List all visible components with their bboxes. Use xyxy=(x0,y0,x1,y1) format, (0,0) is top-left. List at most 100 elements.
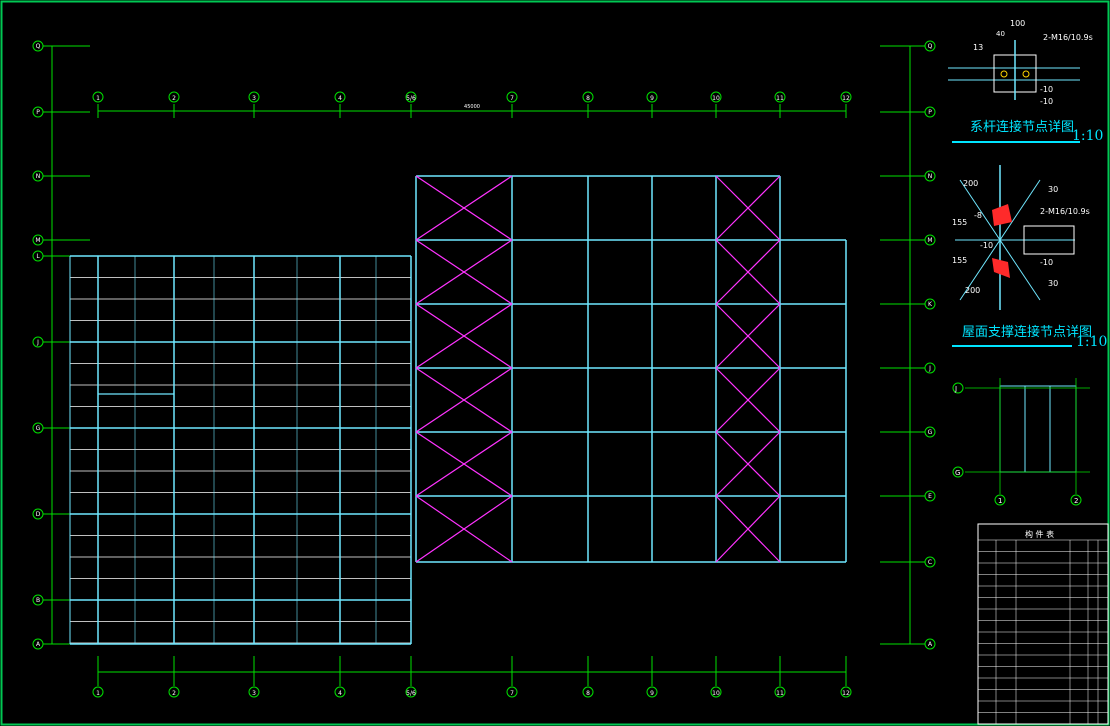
detail1-dim-row: 40 xyxy=(996,30,1005,38)
axis-bubble-bottom xyxy=(334,686,346,698)
detail2-label: -8 xyxy=(974,211,982,220)
axis-label-left: Q xyxy=(36,43,41,50)
detail2-label: -10 xyxy=(980,241,993,250)
cross-brace xyxy=(415,175,513,241)
detail2-bolt-label: 2-M16/10.9s xyxy=(1040,207,1090,216)
axis-bubble-left xyxy=(32,234,44,246)
axis-label-bottom: 7 xyxy=(510,690,514,697)
axis-label-bottom: 2 xyxy=(172,690,176,697)
cross-brace xyxy=(415,367,513,433)
axis-label-left: N xyxy=(36,173,41,180)
axis-label-top: 11 xyxy=(776,95,784,102)
detail1-bolt-label: 2-M16/10.9s xyxy=(1043,33,1093,42)
axis-bubble-bottom xyxy=(710,686,722,698)
cross-brace xyxy=(715,175,781,241)
detail-small-plan: J G 1 2 xyxy=(952,378,1090,506)
axis-bubble-left xyxy=(32,170,44,182)
detail1-title: 系杆连接节点详图 xyxy=(970,119,1074,135)
detail1-plate-label2: -10 xyxy=(1040,97,1053,106)
axis-bubble-left xyxy=(32,106,44,118)
detail3-axis-2: 2 xyxy=(1074,497,1078,505)
axis-bubble-right xyxy=(924,170,936,182)
axis-bubble-right xyxy=(924,40,936,52)
axis-label-bottom: 5/6 xyxy=(406,690,416,697)
axis-bubble-left xyxy=(32,638,44,650)
axis-label-bottom: 8 xyxy=(586,690,590,697)
axis-label-right: J xyxy=(928,365,931,372)
axis-bubble-right xyxy=(924,106,936,118)
detail3-axis-g: G xyxy=(955,469,960,477)
axis-label-right: C xyxy=(928,559,932,566)
axis-bubble-bottom xyxy=(646,686,658,698)
axis-label-left: L xyxy=(36,253,40,260)
detail1-scale: 1:10 xyxy=(1072,128,1103,144)
axis-bubble-top xyxy=(92,91,104,103)
axis-label-right: E xyxy=(928,493,932,500)
axis-bubble-top xyxy=(168,91,180,103)
axis-bubble-bottom xyxy=(506,686,518,698)
axis-bubble-bottom xyxy=(248,686,260,698)
axis-bubble-top xyxy=(646,91,658,103)
axis-label-left: P xyxy=(36,109,40,116)
axis-label-top: 5/6 xyxy=(406,95,416,102)
axis-label-bottom: 11 xyxy=(776,690,784,697)
axis-bubble-right xyxy=(924,556,936,568)
detail2-label: 200 xyxy=(963,179,978,188)
axis-bubble-bottom xyxy=(840,686,852,698)
detail2-scale: 1:10 xyxy=(1076,334,1107,350)
axis-label-right: A xyxy=(928,641,933,648)
detail2-title: 屋面支撑连接节点详图 xyxy=(962,324,1092,340)
axis-bubble-right xyxy=(924,426,936,438)
axis-bubble-top xyxy=(334,91,346,103)
axis-label-top: 10 xyxy=(712,95,720,102)
axis-label-bottom: 10 xyxy=(712,690,720,697)
detail-roof-brace-connection: 2-M16/10.9s 200 155 155 200 -8 -10 -10 3… xyxy=(952,165,1107,350)
cross-brace xyxy=(715,303,781,369)
axis-bubble-left xyxy=(32,508,44,520)
cross-brace xyxy=(415,303,513,369)
axis-labels: 112233445/65/677889910101111121245000QPN… xyxy=(32,40,936,698)
axis-bubble-bottom xyxy=(92,686,104,698)
grid-lines xyxy=(42,45,925,686)
axis-bubble-left xyxy=(32,250,44,262)
detail2-label: 30 xyxy=(1048,279,1058,288)
axis-bubble-left xyxy=(32,422,44,434)
axis-bubble-bottom xyxy=(168,686,180,698)
axis-bubble-left xyxy=(32,336,44,348)
axis-bubble-right xyxy=(924,490,936,502)
axis-bubble-top xyxy=(405,91,417,103)
axis-label-right: G xyxy=(928,429,933,436)
axis-label-top: 1 xyxy=(96,95,100,102)
axis-label-bottom: 3 xyxy=(252,690,256,697)
axis-label-right: P xyxy=(928,109,932,116)
axis-bubble-left xyxy=(32,40,44,52)
table-title: 构 件 表 xyxy=(1025,529,1054,539)
axis-bubble-top xyxy=(840,91,852,103)
axis-bubble-bottom xyxy=(405,686,417,698)
component-table: 构 件 表 xyxy=(977,523,1109,725)
axis-bubble-top xyxy=(248,91,260,103)
axis-label-right: K xyxy=(928,301,933,308)
axis-label-right: N xyxy=(928,173,933,180)
cross-brace xyxy=(415,239,513,305)
detail2-label: 30 xyxy=(1048,185,1058,194)
axis-bubble-bottom xyxy=(582,686,594,698)
axis-bubble-right xyxy=(924,362,936,374)
detail3-axis-j: J xyxy=(954,385,957,393)
detail2-label: 200 xyxy=(965,286,980,295)
axis-label-top: 8 xyxy=(586,95,590,102)
axis-label-top: 12 xyxy=(842,95,850,102)
axis-label-right: Q xyxy=(928,43,933,50)
axis-label-left: D xyxy=(36,511,41,518)
axis-label-left: J xyxy=(36,339,39,346)
cross-brace xyxy=(715,431,781,497)
cross-brace xyxy=(415,495,513,563)
axis-label-bottom: 9 xyxy=(650,690,654,697)
cross-brace xyxy=(415,431,513,497)
axis-bubble-right xyxy=(924,234,936,246)
axis-label-left: B xyxy=(36,597,40,604)
detail2-label: 155 xyxy=(952,256,967,265)
axis-bubble-right xyxy=(924,638,936,650)
axis-label-top: 7 xyxy=(510,95,514,102)
